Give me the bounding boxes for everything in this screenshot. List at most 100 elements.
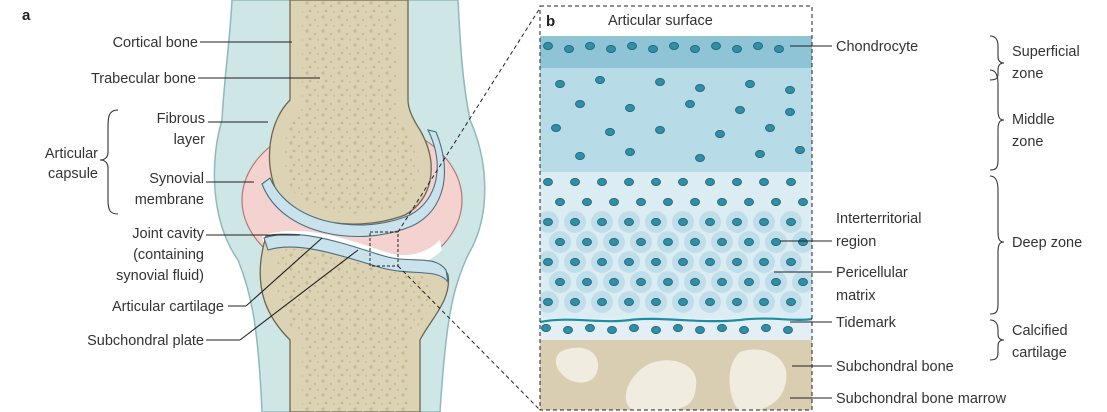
chondrocyte — [760, 218, 769, 225]
chondrocyte — [706, 178, 715, 185]
chondrocyte — [556, 238, 565, 245]
chondrocyte — [556, 198, 565, 205]
chondrocyte — [760, 178, 769, 185]
chondrocyte — [716, 130, 725, 137]
chondrocyte — [544, 178, 553, 185]
label-articular-capsule-2: capsule — [48, 166, 98, 182]
label-joint-cavity-2: (containing — [133, 247, 204, 263]
label-fibrous-layer-1: Fibrous — [157, 111, 205, 127]
chondrocyte — [733, 45, 742, 52]
label-synovial-membrane-2: membrane — [135, 192, 204, 208]
chondrocyte — [772, 198, 781, 205]
chondrocyte — [706, 258, 715, 265]
chondrocyte — [625, 258, 634, 265]
chondrocyte — [656, 126, 665, 133]
chondrocyte — [786, 108, 795, 115]
label-subchondral-bone: Subchondral bone — [836, 359, 954, 375]
chondrocyte — [760, 258, 769, 265]
label-fibrous-layer-2: layer — [174, 132, 206, 148]
chondrocyte — [760, 298, 769, 305]
chondrocyte — [766, 124, 775, 131]
label-joint-cavity-1: Joint cavity — [132, 226, 204, 242]
label-synovial-membrane-1: Synovial — [149, 171, 204, 187]
chondrocyte — [746, 80, 755, 87]
chondrocyte — [670, 42, 679, 49]
chondrocyte — [664, 238, 673, 245]
chondrocyte — [625, 298, 634, 305]
chondrocyte — [637, 278, 646, 285]
chondrocyte — [745, 198, 754, 205]
joint-illustration — [214, 0, 540, 412]
chondrocyte — [610, 198, 619, 205]
panel-b-label: b — [546, 13, 555, 30]
chondrocyte — [786, 86, 795, 93]
chondrocyte — [625, 218, 634, 225]
label-chondrocyte: Chondrocyte — [836, 39, 918, 55]
chondrocyte — [652, 326, 661, 333]
chondrocyte — [733, 258, 742, 265]
chondrocyte — [784, 326, 793, 333]
chondrocyte — [598, 298, 607, 305]
chondrocyte — [652, 218, 661, 225]
chondrocyte — [571, 298, 580, 305]
chondrocyte — [652, 298, 661, 305]
chondrocyte — [799, 238, 808, 245]
chondrocyte — [674, 324, 683, 331]
zone-labels: Superficial zone Middle zone Deep zone C… — [1012, 44, 1082, 361]
panel-b-labels: Chondrocyte Interterritorial region Peri… — [836, 39, 1007, 407]
chondrocyte — [610, 238, 619, 245]
chondrocyte — [718, 198, 727, 205]
chondrocyte — [733, 298, 742, 305]
chondrocyte — [745, 238, 754, 245]
chondrocyte — [637, 238, 646, 245]
chondrocyte — [564, 326, 573, 333]
superficial-zone-bg — [540, 36, 812, 72]
label-joint-cavity-3: synovial fluid) — [116, 268, 204, 284]
label-tidemark: Tidemark — [836, 315, 897, 331]
chondrocyte — [736, 106, 745, 113]
chondrocyte — [583, 238, 592, 245]
chondrocyte — [787, 298, 796, 305]
chondrocyte — [544, 218, 553, 225]
label-trabecular-bone: Trabecular bone — [91, 71, 196, 87]
chondrocyte — [679, 298, 688, 305]
chondrocyte — [610, 278, 619, 285]
chondrocyte — [696, 84, 705, 91]
label-pericellular-2: matrix — [836, 288, 876, 304]
chondrocyte — [762, 324, 771, 331]
label-cortical-bone: Cortical bone — [113, 35, 198, 51]
chondrocyte — [796, 146, 805, 153]
chondrocyte — [583, 278, 592, 285]
label-superficial-zone-2: zone — [1012, 66, 1043, 82]
panel-a-label: a — [22, 7, 31, 24]
chondrocyte — [626, 104, 635, 111]
chondrocyte — [583, 198, 592, 205]
chondrocyte — [691, 198, 700, 205]
chondrocyte — [652, 178, 661, 185]
label-calcified-2: cartilage — [1012, 345, 1067, 361]
chondrocyte — [696, 326, 705, 333]
chondrocyte — [544, 258, 553, 265]
chondrocyte — [637, 198, 646, 205]
cartilage-section — [537, 6, 814, 412]
chondrocyte — [740, 326, 749, 333]
chondrocyte — [608, 326, 617, 333]
chondrocyte — [772, 278, 781, 285]
label-articular-surface: Articular surface — [608, 13, 713, 29]
chondrocyte — [598, 218, 607, 225]
chondrocyte — [787, 218, 796, 225]
chondrocyte — [607, 45, 616, 52]
chondrocyte — [775, 45, 784, 52]
chondrocyte — [745, 278, 754, 285]
label-calcified-1: Calcified — [1012, 323, 1068, 339]
label-articular-cartilage: Articular cartilage — [112, 299, 224, 315]
chondrocyte — [787, 258, 796, 265]
chondrocyte — [679, 258, 688, 265]
chondrocyte — [718, 278, 727, 285]
zone-braces — [990, 36, 1004, 360]
chondrocyte — [606, 128, 615, 135]
chondrocyte — [799, 198, 808, 205]
chondrocyte — [733, 218, 742, 225]
chondrocyte — [586, 324, 595, 331]
